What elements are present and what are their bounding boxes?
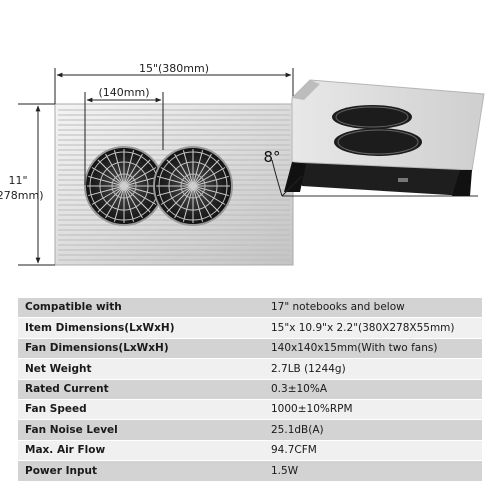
side-fan-back — [332, 105, 412, 129]
spec-row: Fan Dimensions(LxWxH)140x140x15mm(With t… — [18, 337, 482, 359]
side-fan-front — [334, 128, 422, 156]
spec-value: 2.7LB (1244g) — [264, 358, 482, 380]
usb-port — [398, 178, 408, 182]
spec-value: 25.1dB(A) — [264, 419, 482, 441]
spec-value: 17" notebooks and below — [264, 296, 482, 318]
product-diagram: 15"(380mm) (140mm) 11" (278mm) — [0, 62, 485, 266]
side-view-pad — [271, 79, 485, 197]
spec-value: 140x140x15mm(With two fans) — [264, 337, 482, 359]
spec-label: Fan Noise Level — [18, 419, 264, 441]
spec-label: Fan Speed — [18, 398, 264, 420]
fan-right — [153, 146, 233, 226]
spec-label: Fan Dimensions(LxWxH) — [18, 337, 264, 359]
spec-label: Max. Air Flow — [18, 439, 264, 461]
spec-label: Power Input — [18, 460, 264, 481]
fan-dimension — [84, 92, 164, 185]
spec-value: 94.7CFM — [264, 439, 482, 461]
fan-label: (140mm) — [98, 86, 149, 99]
top-view-pad — [54, 103, 294, 266]
height-dimension — [18, 103, 55, 266]
spec-row: Item Dimensions(LxWxH)15"x 10.9"x 2.2"(3… — [18, 317, 482, 339]
width-label: 15"(380mm) — [139, 62, 209, 75]
height-label-mm: (278mm) — [0, 189, 44, 202]
spec-value: 1000±10%RPM — [264, 398, 482, 420]
height-label-inches: 11" — [8, 174, 27, 187]
spec-label: Compatible with — [18, 296, 264, 318]
spec-value: 1.5W — [264, 460, 482, 481]
spec-label: Item Dimensions(LxWxH) — [18, 317, 264, 339]
fan-left — [84, 146, 164, 226]
spec-value: 0.3±10%A — [264, 378, 482, 400]
spec-label: Rated Current — [18, 378, 264, 400]
spec-value: 15"x 10.9"x 2.2"(380X278X55mm) — [264, 317, 482, 339]
spec-label: Net Weight — [18, 358, 264, 380]
angle-label: 8° — [263, 148, 280, 166]
